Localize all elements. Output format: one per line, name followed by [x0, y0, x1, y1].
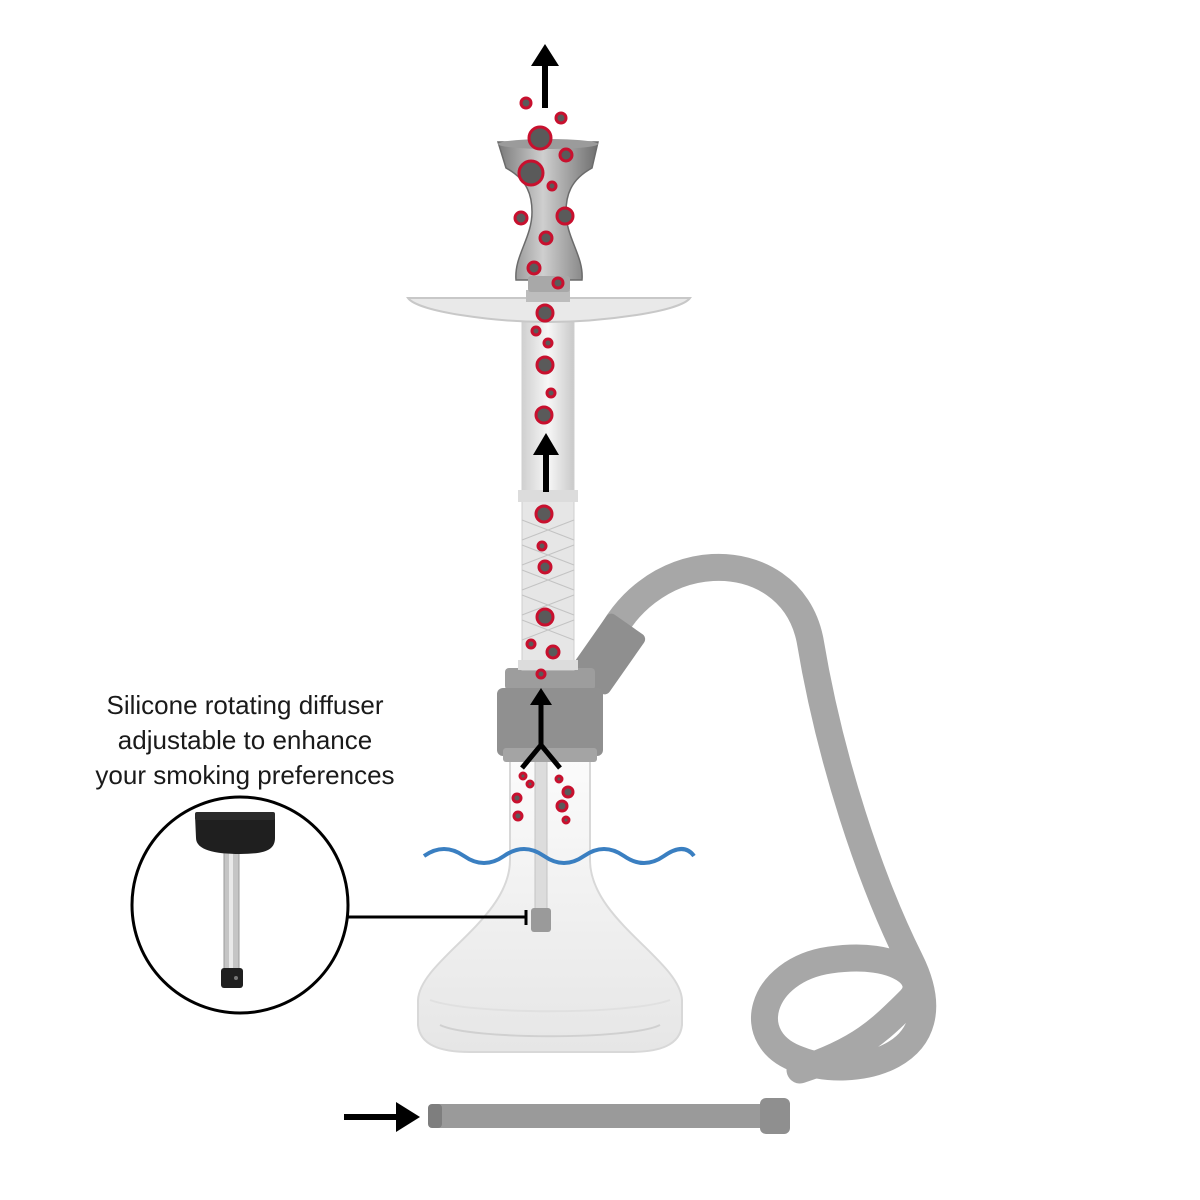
smoke-bubble-icon — [525, 779, 535, 789]
smoke-bubble-icon — [551, 276, 565, 290]
smoke-bubble-icon — [554, 111, 568, 125]
split-arrow-icon — [520, 688, 562, 770]
base-joint — [497, 668, 603, 762]
smoke-bubble-icon — [535, 355, 555, 375]
smoke-bubble-icon — [545, 387, 557, 399]
smoke-bubble-icon — [546, 180, 558, 192]
smoke-bubble-icon — [530, 325, 542, 337]
smoke-bubble-icon — [526, 260, 542, 276]
hose — [428, 554, 937, 1134]
right-arrow-icon — [344, 1102, 420, 1132]
smoke-bubble-icon — [511, 792, 523, 804]
bowl — [496, 139, 599, 292]
glass-base — [417, 759, 683, 1053]
smoke-bubble-icon — [545, 644, 561, 660]
smoke-bubble-icon — [561, 815, 571, 825]
smoke-bubble-icon — [525, 638, 537, 650]
diffuser-callout-text: Silicone rotating diffuser adjustable to… — [60, 688, 430, 793]
smoke-bubble-icon — [519, 96, 533, 110]
smoke-bubble-icon — [535, 668, 547, 680]
up-arrow-icon — [531, 44, 559, 108]
smoke-bubble-icon — [517, 159, 545, 187]
smoke-bubble-icon — [534, 405, 554, 425]
smoke-bubble-icon — [555, 799, 569, 813]
smoke-bubble-icon — [535, 303, 555, 323]
diffuser-tip — [221, 968, 243, 988]
smoke-bubble-icon — [535, 607, 555, 627]
smoke-bubble-icon — [536, 540, 548, 552]
smoke-bubbles — [511, 96, 575, 825]
smoke-bubble-icon — [512, 810, 524, 822]
diffuser-cap — [195, 815, 275, 854]
callout-line-3: your smoking preferences — [95, 760, 395, 790]
smoke-bubble-icon — [558, 147, 574, 163]
diffuser-zoom-circle — [130, 795, 350, 1015]
callout-line-2: adjustable to enhance — [117, 725, 373, 755]
mouthpiece-handle[interactable] — [428, 1104, 778, 1128]
smoke-bubble-icon — [542, 337, 554, 349]
smoke-bubble-icon — [534, 504, 554, 524]
smoke-bubble-icon — [554, 774, 564, 784]
smoke-bubble-icon — [561, 785, 575, 799]
up-arrow-icon — [533, 433, 559, 492]
diffuser — [531, 908, 551, 932]
flow-arrows — [344, 44, 562, 1132]
smoke-bubble-icon — [518, 771, 528, 781]
smoke-bubble-icon — [538, 230, 554, 246]
downstem — [531, 759, 551, 932]
smoke-bubble-icon — [537, 559, 553, 575]
smoke-bubble-icon — [513, 210, 529, 226]
smoke-bubble-icon — [527, 125, 553, 151]
smoke-bubble-icon — [555, 206, 575, 226]
callout-line-1: Silicone rotating diffuser — [106, 690, 384, 720]
water-wave-icon — [422, 847, 696, 865]
